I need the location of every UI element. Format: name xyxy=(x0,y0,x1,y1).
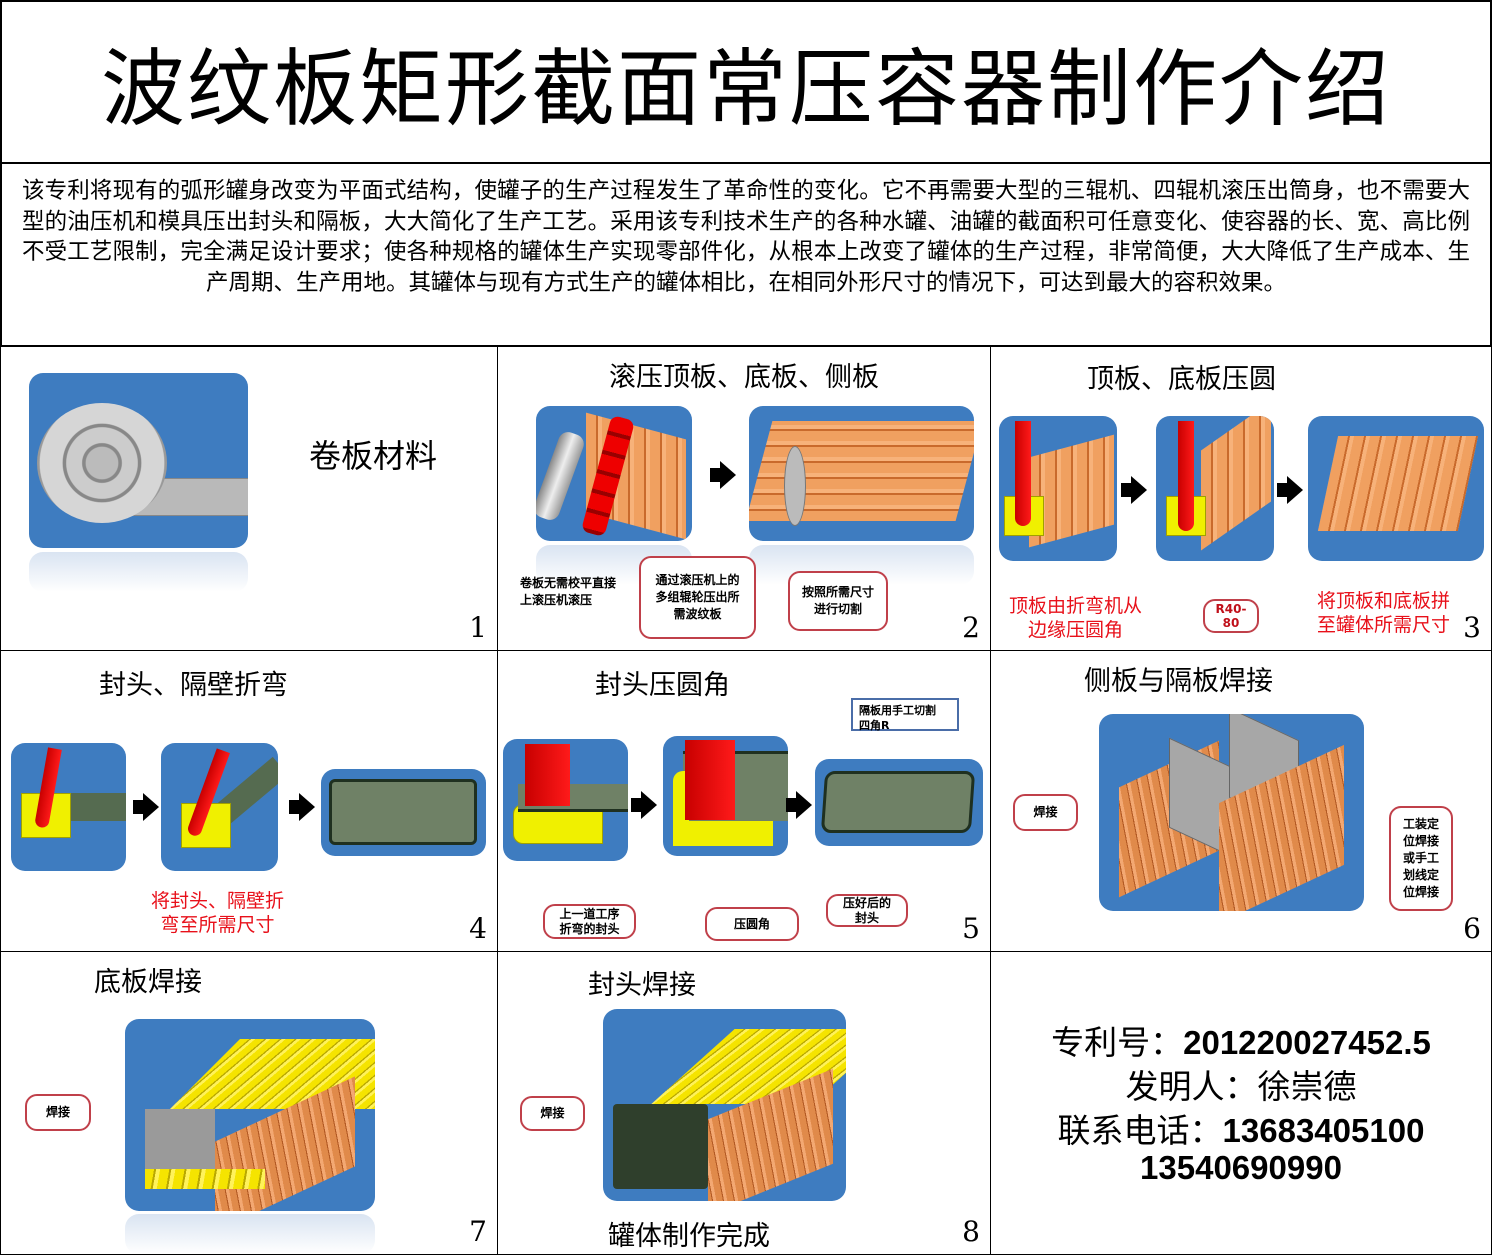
partition-note: 隔板用手工切割 四角R xyxy=(851,698,959,732)
step-number: 7 xyxy=(469,1215,487,1248)
rounding-image-1 xyxy=(503,739,628,861)
patent-line: 专利号：201220027452.5 xyxy=(991,1016,1491,1064)
step-number: 3 xyxy=(1463,611,1481,644)
step-5-title: 封头压圆角 xyxy=(595,670,730,701)
step-1-label: 卷板材料 xyxy=(309,437,438,475)
step-number: 2 xyxy=(962,611,980,644)
step-4-panel: 封头、隔壁折弯 将封头、隔壁折 弯至所需尺寸 4 xyxy=(0,650,498,952)
step-4-note: 将封头、隔壁折 弯至所需尺寸 xyxy=(151,890,285,936)
head-bending-image-2 xyxy=(161,743,278,871)
callout-radius: R40- 80 xyxy=(1203,599,1259,633)
phone-line-2: 13540690990 xyxy=(991,1148,1491,1187)
callout-finished-head: 压好后的 封头 xyxy=(826,894,908,927)
rolling-note: 卷板无需校平直接上滚压机滚压 xyxy=(520,576,617,607)
inventor-line: 发明人：徐崇德 xyxy=(991,1060,1491,1108)
step-number: 6 xyxy=(1463,912,1481,945)
inventor-name: 徐崇德 xyxy=(1257,1067,1357,1106)
callout-weld: 焊接 xyxy=(1013,794,1078,831)
callout-weld: 焊接 xyxy=(520,1096,585,1131)
step-2-title: 滚压顶板、底板、侧板 xyxy=(609,362,879,393)
joined-plate-image xyxy=(1308,416,1484,561)
arrow-icon xyxy=(1277,476,1303,504)
patent-number: 201220027452.5 xyxy=(1183,1024,1431,1061)
step-3-note-2: 将顶板和底板拼 至罐体所需尺寸 xyxy=(1317,590,1451,636)
callout-rollers: 通过滚压机上的多组辊轮压出所需波纹板 xyxy=(639,556,756,639)
arrow-icon xyxy=(786,791,812,819)
bending-image-1 xyxy=(999,416,1117,561)
step-6-title: 侧板与隔板焊接 xyxy=(1084,666,1273,697)
head-bending-image-1 xyxy=(11,743,126,871)
contact-panel: 专利号：201220027452.5 发明人：徐崇德 联系电话：13683405… xyxy=(990,951,1492,1255)
patent-label: 专利号： xyxy=(1051,1023,1184,1062)
step-3-title: 顶板、底板压圆 xyxy=(1087,364,1276,395)
step-1-panel: 卷板材料 1 xyxy=(0,346,498,651)
rolling-image xyxy=(536,406,692,541)
phone-number-1: 13683405100 xyxy=(1222,1112,1425,1149)
coil-image xyxy=(29,373,248,548)
step-3-note-1: 顶板由折弯机从 边缘压圆角 xyxy=(1009,595,1143,641)
step-6-panel: 侧板与隔板焊接 焊接 工装定 位焊接 或手工 划线定 位焊接 6 xyxy=(990,650,1492,952)
partition-welding-image xyxy=(1099,714,1364,911)
arrow-icon xyxy=(710,461,736,489)
step-4-title: 封头、隔壁折弯 xyxy=(99,670,288,701)
step-number: 4 xyxy=(469,912,487,945)
callout-rounding: 压圆角 xyxy=(705,907,799,941)
phone-label: 联系电话： xyxy=(1057,1111,1223,1150)
arrow-icon xyxy=(631,791,657,819)
callout-cutting: 按照所需尺寸进行切割 xyxy=(788,571,888,631)
step-8-panel: 封头焊接 焊接 罐体制作完成 8 xyxy=(497,951,991,1255)
arrow-icon xyxy=(1121,476,1147,504)
page-title: 波纹板矩形截面常压容器制作介绍 xyxy=(0,0,1492,164)
rounded-head-image xyxy=(815,759,983,846)
step-7-panel: 底板焊接 焊接 7 xyxy=(0,951,498,1255)
bent-head-image xyxy=(321,769,486,856)
rounding-image-2 xyxy=(663,736,788,856)
callout-previous-step: 上一道工序 折弯的封头 xyxy=(543,904,636,939)
step-5-panel: 封头压圆角 隔板用手工切割 四角R 上一道工序 折弯的封头 压圆角 压好后的 封… xyxy=(497,650,991,952)
phone-number-2: 13540690990 xyxy=(1140,1149,1342,1186)
step-8-title: 封头焊接 xyxy=(588,970,696,1001)
step-number: 5 xyxy=(962,912,980,945)
bottom-welding-image xyxy=(125,1019,375,1211)
cutting-image xyxy=(749,406,974,541)
callout-fixture-weld: 工装定 位焊接 或手工 划线定 位焊接 xyxy=(1389,806,1453,911)
completion-caption: 罐体制作完成 xyxy=(608,1221,770,1252)
step-7-title: 底板焊接 xyxy=(94,967,202,998)
callout-weld: 焊接 xyxy=(25,1094,91,1131)
intro-paragraph: 该专利将现有的弧形罐身改变为平面式结构，使罐子的生产过程发生了革命性的变化。它不… xyxy=(0,162,1492,347)
step-number: 1 xyxy=(469,611,487,644)
arrow-icon xyxy=(289,793,315,821)
step-number: 8 xyxy=(962,1215,980,1248)
step-3-panel: 顶板、底板压圆 顶板由折弯机从 边缘压圆角 R40- 80 将顶板和底板拼 至罐… xyxy=(990,346,1492,651)
arrow-icon xyxy=(133,793,159,821)
head-welding-image xyxy=(603,1009,846,1201)
bending-image-2 xyxy=(1156,416,1274,561)
step-2-panel: 滚压顶板、底板、侧板 卷板无需校平直接上滚压机滚压 通过滚压机上的多组辊轮压出所… xyxy=(497,346,991,651)
phone-line: 联系电话：13683405100 xyxy=(991,1104,1491,1152)
inventor-label: 发明人： xyxy=(1125,1067,1258,1106)
